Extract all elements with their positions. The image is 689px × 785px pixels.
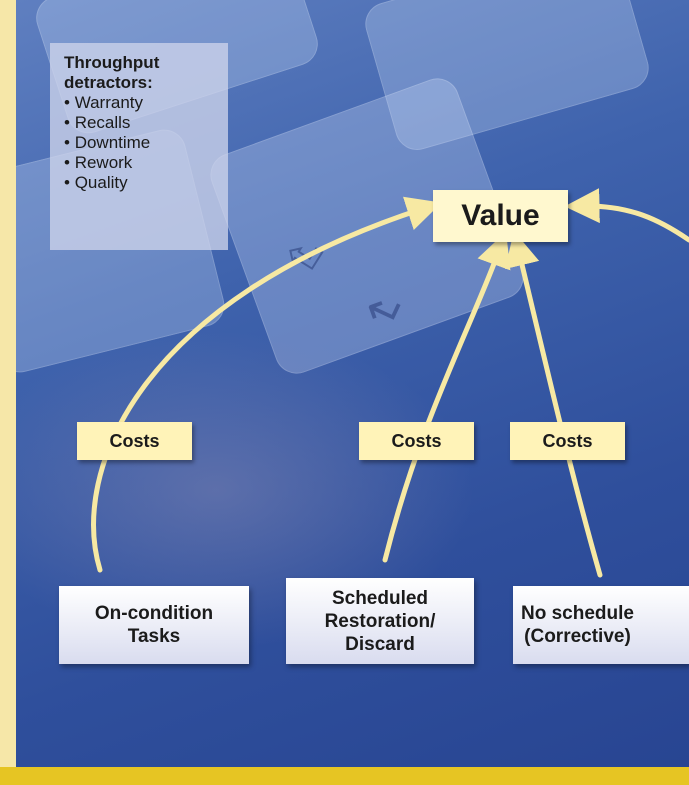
task-no-schedule: No schedule (Corrective): [513, 586, 689, 664]
arrow-scheduled-to-value: [382, 231, 511, 563]
task-scheduled-restoration: Scheduled Restoration/ Discard: [286, 578, 474, 664]
value-node: Value: [433, 190, 568, 242]
arrow-right-to-value: [564, 188, 689, 243]
arrow-on-condition-to-value: [91, 196, 442, 573]
legend-title: Throughput detractors:: [64, 53, 160, 92]
cost-label-on-condition: Costs: [77, 422, 192, 460]
legend-item: Quality: [64, 173, 228, 193]
throughput-detractors-panel: Throughput detractors: Warranty Recalls …: [50, 43, 228, 250]
arrow-noschedule-to-value: [505, 230, 603, 578]
cost-label-scheduled: Costs: [359, 422, 474, 460]
bottom-bar: [0, 767, 689, 785]
task-on-condition: On-condition Tasks: [59, 586, 249, 664]
task-label: On-condition Tasks: [94, 603, 214, 647]
legend-item: Downtime: [64, 133, 228, 153]
cost-label-no-schedule: Costs: [510, 422, 625, 460]
legend-item: Recalls: [64, 113, 228, 133]
legend-item: Rework: [64, 153, 228, 173]
task-label: No schedule (Corrective): [521, 603, 634, 647]
legend-list: Warranty Recalls Downtime Rework Quality: [64, 93, 228, 193]
legend-item: Warranty: [64, 93, 228, 113]
task-label: Scheduled Restoration/ Discard: [324, 587, 436, 655]
